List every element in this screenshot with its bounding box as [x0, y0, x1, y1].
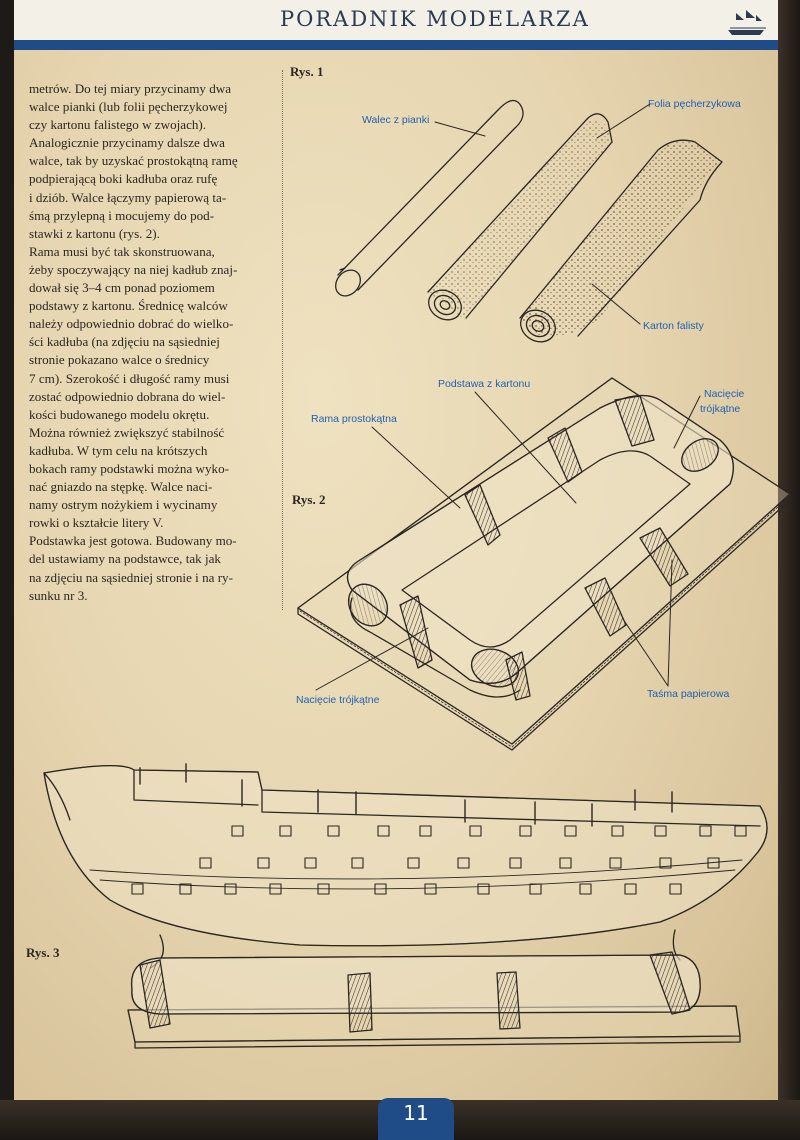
gunport [231, 825, 244, 837]
body-text-line: walce pianki (lub folii pęcherzykowej [29, 99, 228, 115]
body-text-line: Można również zwiększyć stabilność [29, 424, 225, 440]
body-text-line: walce, tak by uzyskać prostokątną ramę [29, 153, 238, 169]
body-text-line: żeby spoczywający na niej kadłub znaj- [29, 261, 238, 277]
body-text-line: metrów. Do tej miary przycinamy dwa [29, 81, 232, 96]
body-text-line: kadłuba. W tym celu na krótszych [29, 442, 208, 458]
label-rama-prostokatna: Rama prostokątna [311, 413, 397, 425]
hull-posts [139, 763, 673, 827]
foam-roll-drawing [335, 99, 524, 297]
page-number: 11 [403, 1101, 429, 1125]
gunport [374, 883, 387, 895]
gunport [559, 857, 572, 869]
body-text-line: czy kartonu falistego w zwojach). [29, 117, 207, 133]
page-header [14, 0, 778, 42]
rys2-leader-lines [315, 391, 701, 691]
label-karton-falisty: Karton falisty [643, 320, 704, 332]
gunport [707, 857, 720, 869]
dark-background-left [0, 0, 14, 1140]
body-text-line: ści kadłuba (na zdjęciu na sąsiedniej [29, 334, 220, 350]
label-naciecie-trojkatne: Nacięcie trójkątne [296, 694, 380, 706]
gunport [424, 883, 437, 895]
gunport [529, 883, 542, 895]
figure-3-title: Rys. 3 [26, 945, 60, 960]
body-text-line: Podstawka jest gotowa. Budowany mo- [29, 533, 237, 549]
body-text-line: śmą przylepną i mocujemy do pod- [29, 207, 215, 223]
gunport [457, 857, 470, 869]
label-naciecie-top-line1: Nacięcie [704, 388, 745, 400]
gunport [509, 857, 522, 869]
body-text-line: bokach ramy podstawki można wyko- [29, 460, 229, 476]
gunport [419, 825, 432, 837]
body-text-line: Analogicznie przycinamy dalsze dwa [29, 135, 225, 151]
body-text-line: dował się 3–4 cm ponad poziomem [29, 280, 215, 296]
label-walec-z-pianki: Walec z pianki [362, 114, 430, 126]
gunport [564, 825, 577, 837]
gunport [131, 883, 144, 895]
page-title: PORADNIK MODELARZA [280, 7, 590, 31]
label-tasma-papierowa: Taśma papierowa [647, 688, 730, 700]
hull-gunports [131, 825, 747, 895]
header-blue-band [14, 40, 778, 50]
gunport [304, 857, 317, 869]
gunport [609, 857, 622, 869]
gunport [351, 857, 364, 869]
sailing-ship-icon [728, 10, 766, 35]
gunport [224, 883, 237, 895]
body-text-line: podstawy z kartonu. Średnicę walców [29, 298, 228, 314]
label-podstawa-z-kartonu: Podstawa z kartonu [438, 378, 531, 390]
body-text-line: kości budowanego modelu okrętu. [29, 406, 210, 422]
article-text-column: metrów. Do tej miary przycinamy dwa walce… [29, 80, 276, 605]
gunport [469, 825, 482, 837]
gunport [317, 883, 330, 895]
gunport [654, 825, 667, 837]
bubble-wrap-roll-drawing [427, 113, 613, 321]
page-number-tab [378, 1098, 454, 1140]
gunport [407, 857, 420, 869]
body-text-line: Rama musi być tak skonstruowana, [29, 243, 215, 259]
gunport [669, 883, 682, 895]
gunport [199, 857, 212, 869]
body-text-line: zostać odpowiednio dobrana do wiel- [29, 388, 226, 404]
gunport [624, 883, 637, 895]
body-text-line: sunku nr 3. [29, 587, 88, 603]
label-naciecie-top-line2: trójkątne [700, 403, 741, 415]
gunport [279, 825, 292, 837]
ship-hull-drawing [43, 765, 768, 969]
gunport [659, 857, 672, 869]
dark-background-right [778, 0, 800, 1140]
body-text-line: namy ostrym nożykiem i wycinamy [29, 497, 218, 513]
figure-2-title: Rys. 2 [292, 492, 326, 507]
body-text-line: nać gniazdo na stępkę. Walce naci- [29, 479, 213, 495]
gunport [327, 825, 340, 837]
gunport [257, 857, 270, 869]
corrugated-cardboard-roll-drawing [519, 139, 723, 343]
gunport [519, 825, 532, 837]
gunport [269, 883, 282, 895]
gunport [579, 883, 592, 895]
body-text-line: 7 cm). Szerokość i długość ramy musi [29, 370, 230, 386]
gunport [179, 883, 192, 895]
rys1-leader-lines [434, 103, 651, 325]
body-text-line: należy odpowiednio dobrać do wielko- [29, 316, 234, 332]
gunport [477, 883, 490, 895]
label-folia-pecherzykowa: Folia pęcherzykowa [648, 98, 741, 110]
body-text-line: stawki z kartonu (rys. 2). [29, 225, 160, 241]
body-text-line: del ustawiamy na podstawce, tak jak [29, 551, 221, 567]
gunport [377, 825, 390, 837]
figure-1-title: Rys. 1 [290, 64, 324, 79]
gunport [734, 825, 747, 837]
rys3-foam-stand [127, 951, 741, 1049]
body-text-line: i dziób. Walce łączymy papierową ta- [29, 189, 227, 205]
rectangular-foam-frame [346, 394, 734, 701]
column-divider [282, 70, 283, 610]
body-text-line: stronie pokazano walce o średnicy [29, 352, 210, 368]
gunport [699, 825, 712, 837]
body-text-line: rowki o kształcie litery V. [29, 515, 164, 531]
body-text-line: na zdjęciu na sąsiedniej stronie i na ry… [29, 569, 233, 585]
gunport [611, 825, 624, 837]
body-text-line: podpierającą boki kadłuba oraz rufę [29, 171, 218, 187]
